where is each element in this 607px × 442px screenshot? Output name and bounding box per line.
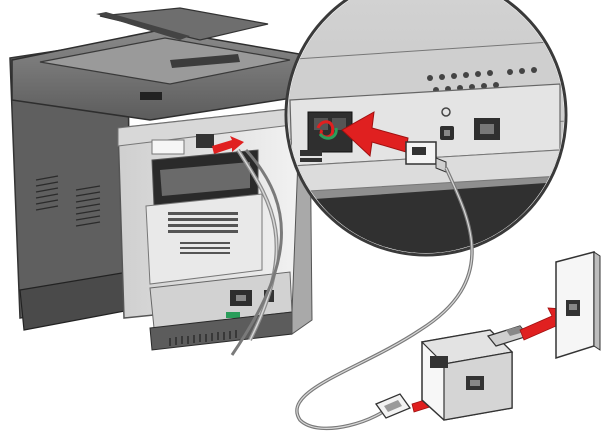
rj11-plug	[374, 393, 412, 419]
ethernet-port-inner	[480, 124, 494, 134]
printer-label-plate	[151, 139, 185, 155]
callout-small-slot	[300, 158, 322, 162]
printer-handle	[140, 92, 162, 100]
usb-port-inner	[444, 130, 450, 136]
line-splitter	[420, 325, 530, 421]
red-arrow	[212, 136, 244, 154]
printer-tray-edge	[96, 12, 190, 40]
phone-cable-highlight	[296, 167, 473, 429]
phone-cable-highlight	[237, 149, 278, 341]
printer-rear-vents	[168, 212, 238, 254]
phone-cable	[230, 148, 283, 356]
callout-fax-port-right	[332, 118, 346, 130]
red-arrow	[341, 111, 409, 158]
screw-icon	[441, 107, 451, 117]
printer-adf-slot	[170, 54, 240, 68]
magnifier-callout	[284, 0, 568, 257]
printer-icon	[9, 7, 313, 351]
printer-rear-port	[196, 134, 214, 148]
wall-jack-socket-inner	[569, 304, 577, 310]
splitter-port-front-inner	[470, 380, 480, 386]
wall-jack	[555, 251, 601, 360]
printer-rear-door	[145, 193, 263, 285]
splitter-plug-tip	[506, 326, 524, 336]
callout-small-slot	[300, 150, 322, 156]
printer-base-vents	[169, 330, 237, 346]
splitter-port-top	[430, 356, 448, 368]
printer-rear-door-inner	[160, 162, 250, 196]
callout-rj11-plug-contacts	[412, 147, 426, 155]
callout-port-indicator-green	[318, 127, 338, 140]
printer-side-vents	[35, 175, 101, 227]
green-latch	[226, 312, 240, 318]
power-socket-pins	[236, 295, 246, 301]
printer-adf-lid	[39, 37, 291, 85]
